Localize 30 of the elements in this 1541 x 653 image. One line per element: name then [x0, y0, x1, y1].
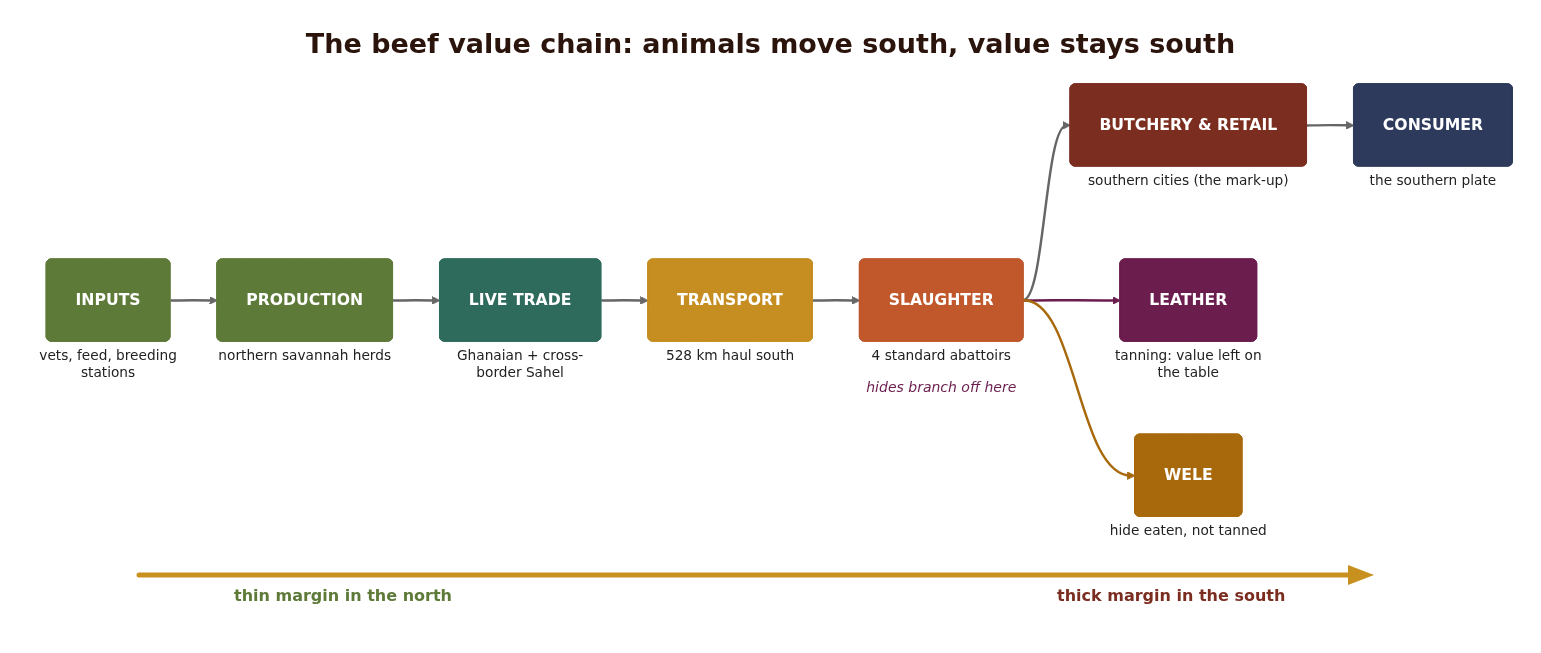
arrow: [170, 296, 218, 305]
arrow: [1022, 299, 1136, 479]
process-box: LEATHER: [1119, 258, 1258, 342]
process-box: WELE: [1134, 433, 1243, 517]
arrow: [812, 296, 861, 305]
process-box: TRANSPORT: [647, 258, 813, 342]
process-box: BUTCHERY & RETAIL: [1069, 83, 1307, 167]
arrow: [1307, 121, 1355, 130]
node-caption: the southern plate: [1369, 172, 1497, 190]
process-box: CONSUMER: [1353, 83, 1513, 167]
node-caption: vets, feed, breeding stations: [38, 347, 178, 383]
arrow: [601, 296, 649, 305]
process-box: PRODUCTION: [216, 258, 393, 342]
diagram-title: The beef value chain: animals move south, value stays south: [305, 28, 1236, 59]
axis-label: thin margin in the north: [234, 586, 452, 605]
node-caption: hide eaten, not tanned: [1109, 522, 1267, 540]
node-caption: 528 km haul south: [665, 347, 795, 365]
node-caption: 4 standard abattoirs: [871, 347, 1011, 365]
process-box: INPUTS: [45, 258, 171, 342]
arrow: [393, 296, 441, 305]
arrow: [1023, 296, 1121, 305]
node-caption: northern savannah herds: [218, 347, 392, 365]
note-text: hides branch off here: [866, 378, 1017, 395]
axis-label: thick margin in the south: [1057, 586, 1286, 605]
node-caption: Ghanaian + cross-border Sahel: [456, 347, 585, 383]
arrow: [1022, 122, 1071, 302]
process-box: LIVE TRADE: [439, 258, 602, 342]
process-box: SLAUGHTER: [858, 258, 1024, 342]
node-caption: southern cities (the mark-up): [1087, 172, 1289, 190]
node-caption: tanning: value left on the table: [1113, 347, 1263, 383]
